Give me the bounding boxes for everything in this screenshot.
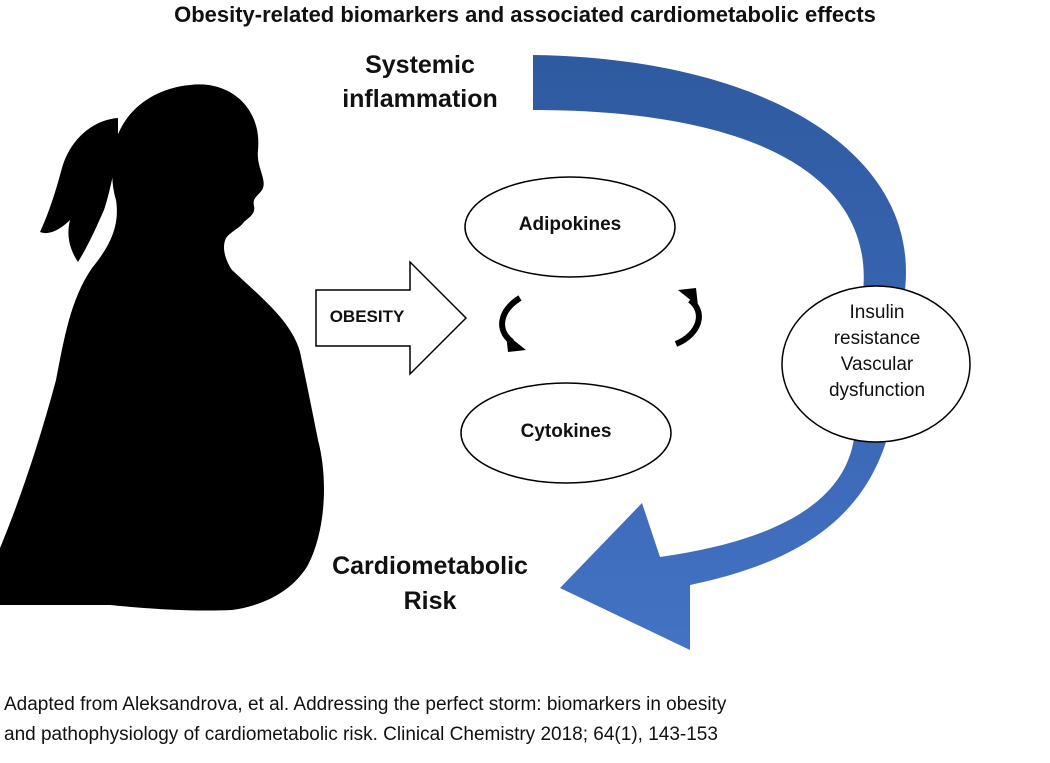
cytokines-ellipse bbox=[460, 382, 672, 484]
insulin-label-line3: Vascular bbox=[840, 354, 914, 375]
cycle-arrow-right bbox=[674, 288, 702, 347]
citation-line2: and pathophysiology of cardiometabolic r… bbox=[4, 724, 718, 745]
systemic-inflammation-label-line1: Systemic bbox=[365, 51, 475, 79]
insulin-resistance-ellipse bbox=[781, 285, 971, 443]
adipokines-ellipse bbox=[464, 176, 676, 278]
obesity-label: OBESITY bbox=[329, 307, 405, 326]
adipokines-label: Adipokines bbox=[518, 214, 622, 235]
cardiometabolic-risk-label-line2: Risk bbox=[403, 587, 457, 615]
cardiometabolic-risk-label-line1: Cardiometabolic bbox=[332, 552, 528, 580]
diagram-title: Obesity-related biomarkers and associate… bbox=[174, 2, 876, 27]
citation-line1: Adapted from Aleksandrova, et al. Addres… bbox=[4, 694, 727, 715]
insulin-label-line2: resistance bbox=[833, 328, 921, 349]
insulin-label-line4: dysfunction bbox=[828, 380, 926, 401]
curved-blue-arrow bbox=[533, 55, 906, 650]
systemic-inflammation-label-line2: inflammation bbox=[342, 85, 498, 113]
obesity-arrow bbox=[315, 260, 468, 376]
insulin-label-line1: Insulin bbox=[849, 302, 905, 323]
cycle-arrow-left bbox=[499, 295, 526, 352]
cytokines-label: Cytokines bbox=[520, 421, 612, 442]
pregnant-woman-silhouette bbox=[0, 84, 324, 611]
